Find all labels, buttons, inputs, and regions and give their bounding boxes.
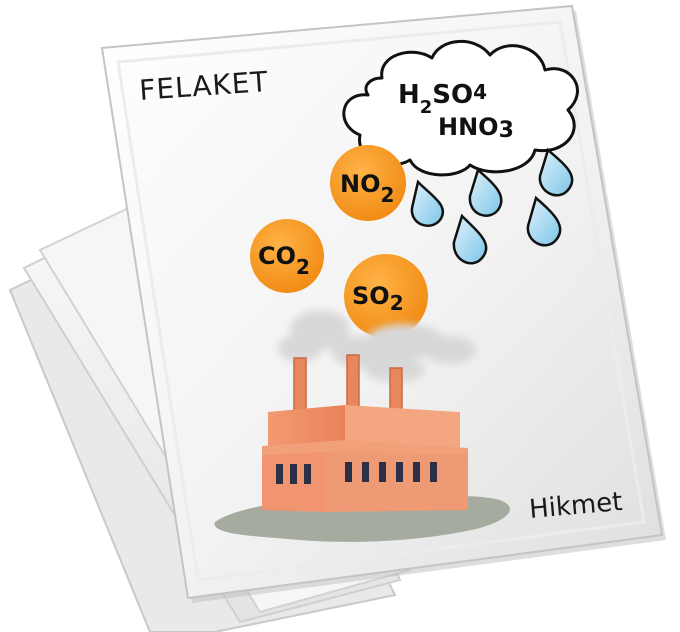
acid-raindrops: [410, 147, 574, 265]
raindrop-icon: [410, 179, 444, 227]
co2-bubble: CO2: [250, 219, 324, 293]
co2-sub: 2: [296, 255, 310, 279]
svg-text:NO2: NO2: [340, 170, 394, 207]
hno3-label: HNO3: [438, 113, 514, 143]
h2so4-so: SO: [432, 80, 473, 110]
raindrop-icon: [452, 213, 488, 265]
so2-bubble: SO2: [344, 254, 428, 338]
hno3-main: HNO: [438, 113, 499, 141]
no2-sub: 2: [381, 183, 395, 207]
h2so4-sub2: 2: [420, 97, 433, 118]
raindrop-icon: [468, 167, 503, 217]
raindrop-icon: [538, 147, 574, 197]
no2-main: NO: [340, 170, 381, 198]
svg-text:SO2: SO2: [352, 282, 404, 315]
h2so4-label: H2SO4: [398, 80, 487, 118]
smoke-clouds: [278, 310, 476, 382]
co2-main: CO: [258, 242, 296, 270]
so2-sub: 2: [390, 291, 404, 315]
factory-icon: [262, 354, 468, 512]
svg-text:CO2: CO2: [258, 242, 310, 279]
raindrop-icon: [526, 195, 562, 247]
hno3-sub3: 3: [499, 118, 514, 143]
no2-bubble: NO2: [330, 145, 406, 221]
h2so4-sub4: 4: [473, 80, 487, 104]
so2-main: SO: [352, 282, 390, 310]
h2so4-h: H: [398, 80, 420, 110]
